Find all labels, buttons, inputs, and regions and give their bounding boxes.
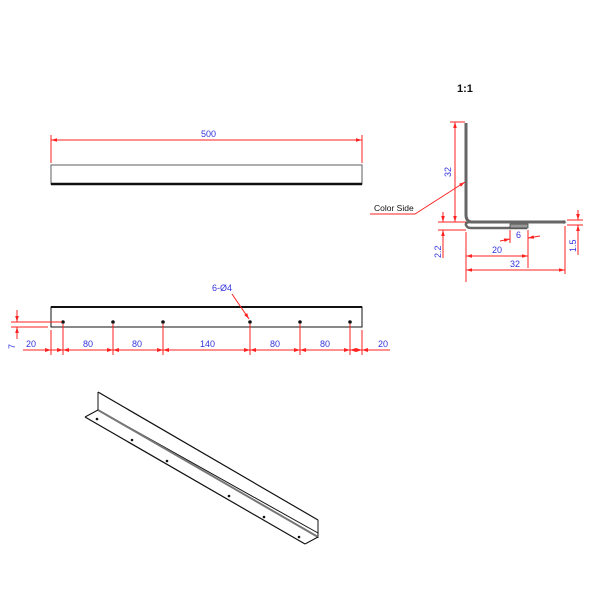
profile-top-outline [50,164,363,185]
spacing-label: 80 [83,339,93,349]
hem-tab [509,223,529,229]
top-view: 500 [50,129,363,186]
iso-base-start-edge [84,409,99,418]
hole-marker [111,320,115,324]
iso-flange-top-edge [97,391,319,521]
vertical-leg-label: 32 [443,167,453,177]
iso-hole [165,459,169,463]
iso-bend-line [97,409,319,538]
thickness-label: 1.5 [568,239,578,252]
section-view: 32 Color Side 2.2 1.5 6 20 32 [370,121,583,282]
vertical-leg [464,123,472,224]
spacing-label: 80 [132,339,142,349]
profile-flange-outline [50,306,363,328]
iso-hole [262,515,266,519]
color-side-label: Color Side [374,203,414,213]
bend-height-label: 2.2 [433,245,443,258]
edge-offset-label: 7 [7,344,17,349]
spacing-label: 20 [26,339,36,349]
hole-view: 6-Ø4 7 20 80 80 140 8 [7,283,390,355]
dim-arrow [499,238,511,242]
hem-length-label: 20 [492,245,502,255]
length-dimension-label: 500 [201,129,216,139]
hole-marker [61,320,65,324]
iso-base-outer-edge [84,416,306,545]
dim-arrow [527,235,541,239]
hole-marker [248,320,252,324]
hole-marker [161,320,165,324]
hem-fold [464,220,527,230]
hole-marker [348,320,352,324]
horizontal-leg-label: 32 [510,259,520,269]
scale-label: 1:1 [457,83,473,95]
leg-end [562,220,566,224]
holes [61,320,352,324]
iso-hole [227,494,231,498]
hole-callout-label: 6-Ø4 [212,283,232,293]
iso-hole [95,417,99,421]
hole-callout-leader [231,293,250,320]
iso-vertical-flange-edge [97,392,319,534]
color-side-leader [414,181,466,215]
isometric-view [84,391,319,545]
iso-hole [130,438,134,442]
hole-marker [298,320,302,324]
spacing-label: 80 [320,339,330,349]
dimension-arrowheads [45,348,368,352]
spacing-label: 140 [200,339,215,349]
spacing-label: 80 [270,339,280,349]
spacing-label: 20 [378,339,388,349]
iso-hole [297,535,301,539]
hem-overlap-label: 6 [516,230,521,240]
iso-base-end-edge [304,536,319,545]
